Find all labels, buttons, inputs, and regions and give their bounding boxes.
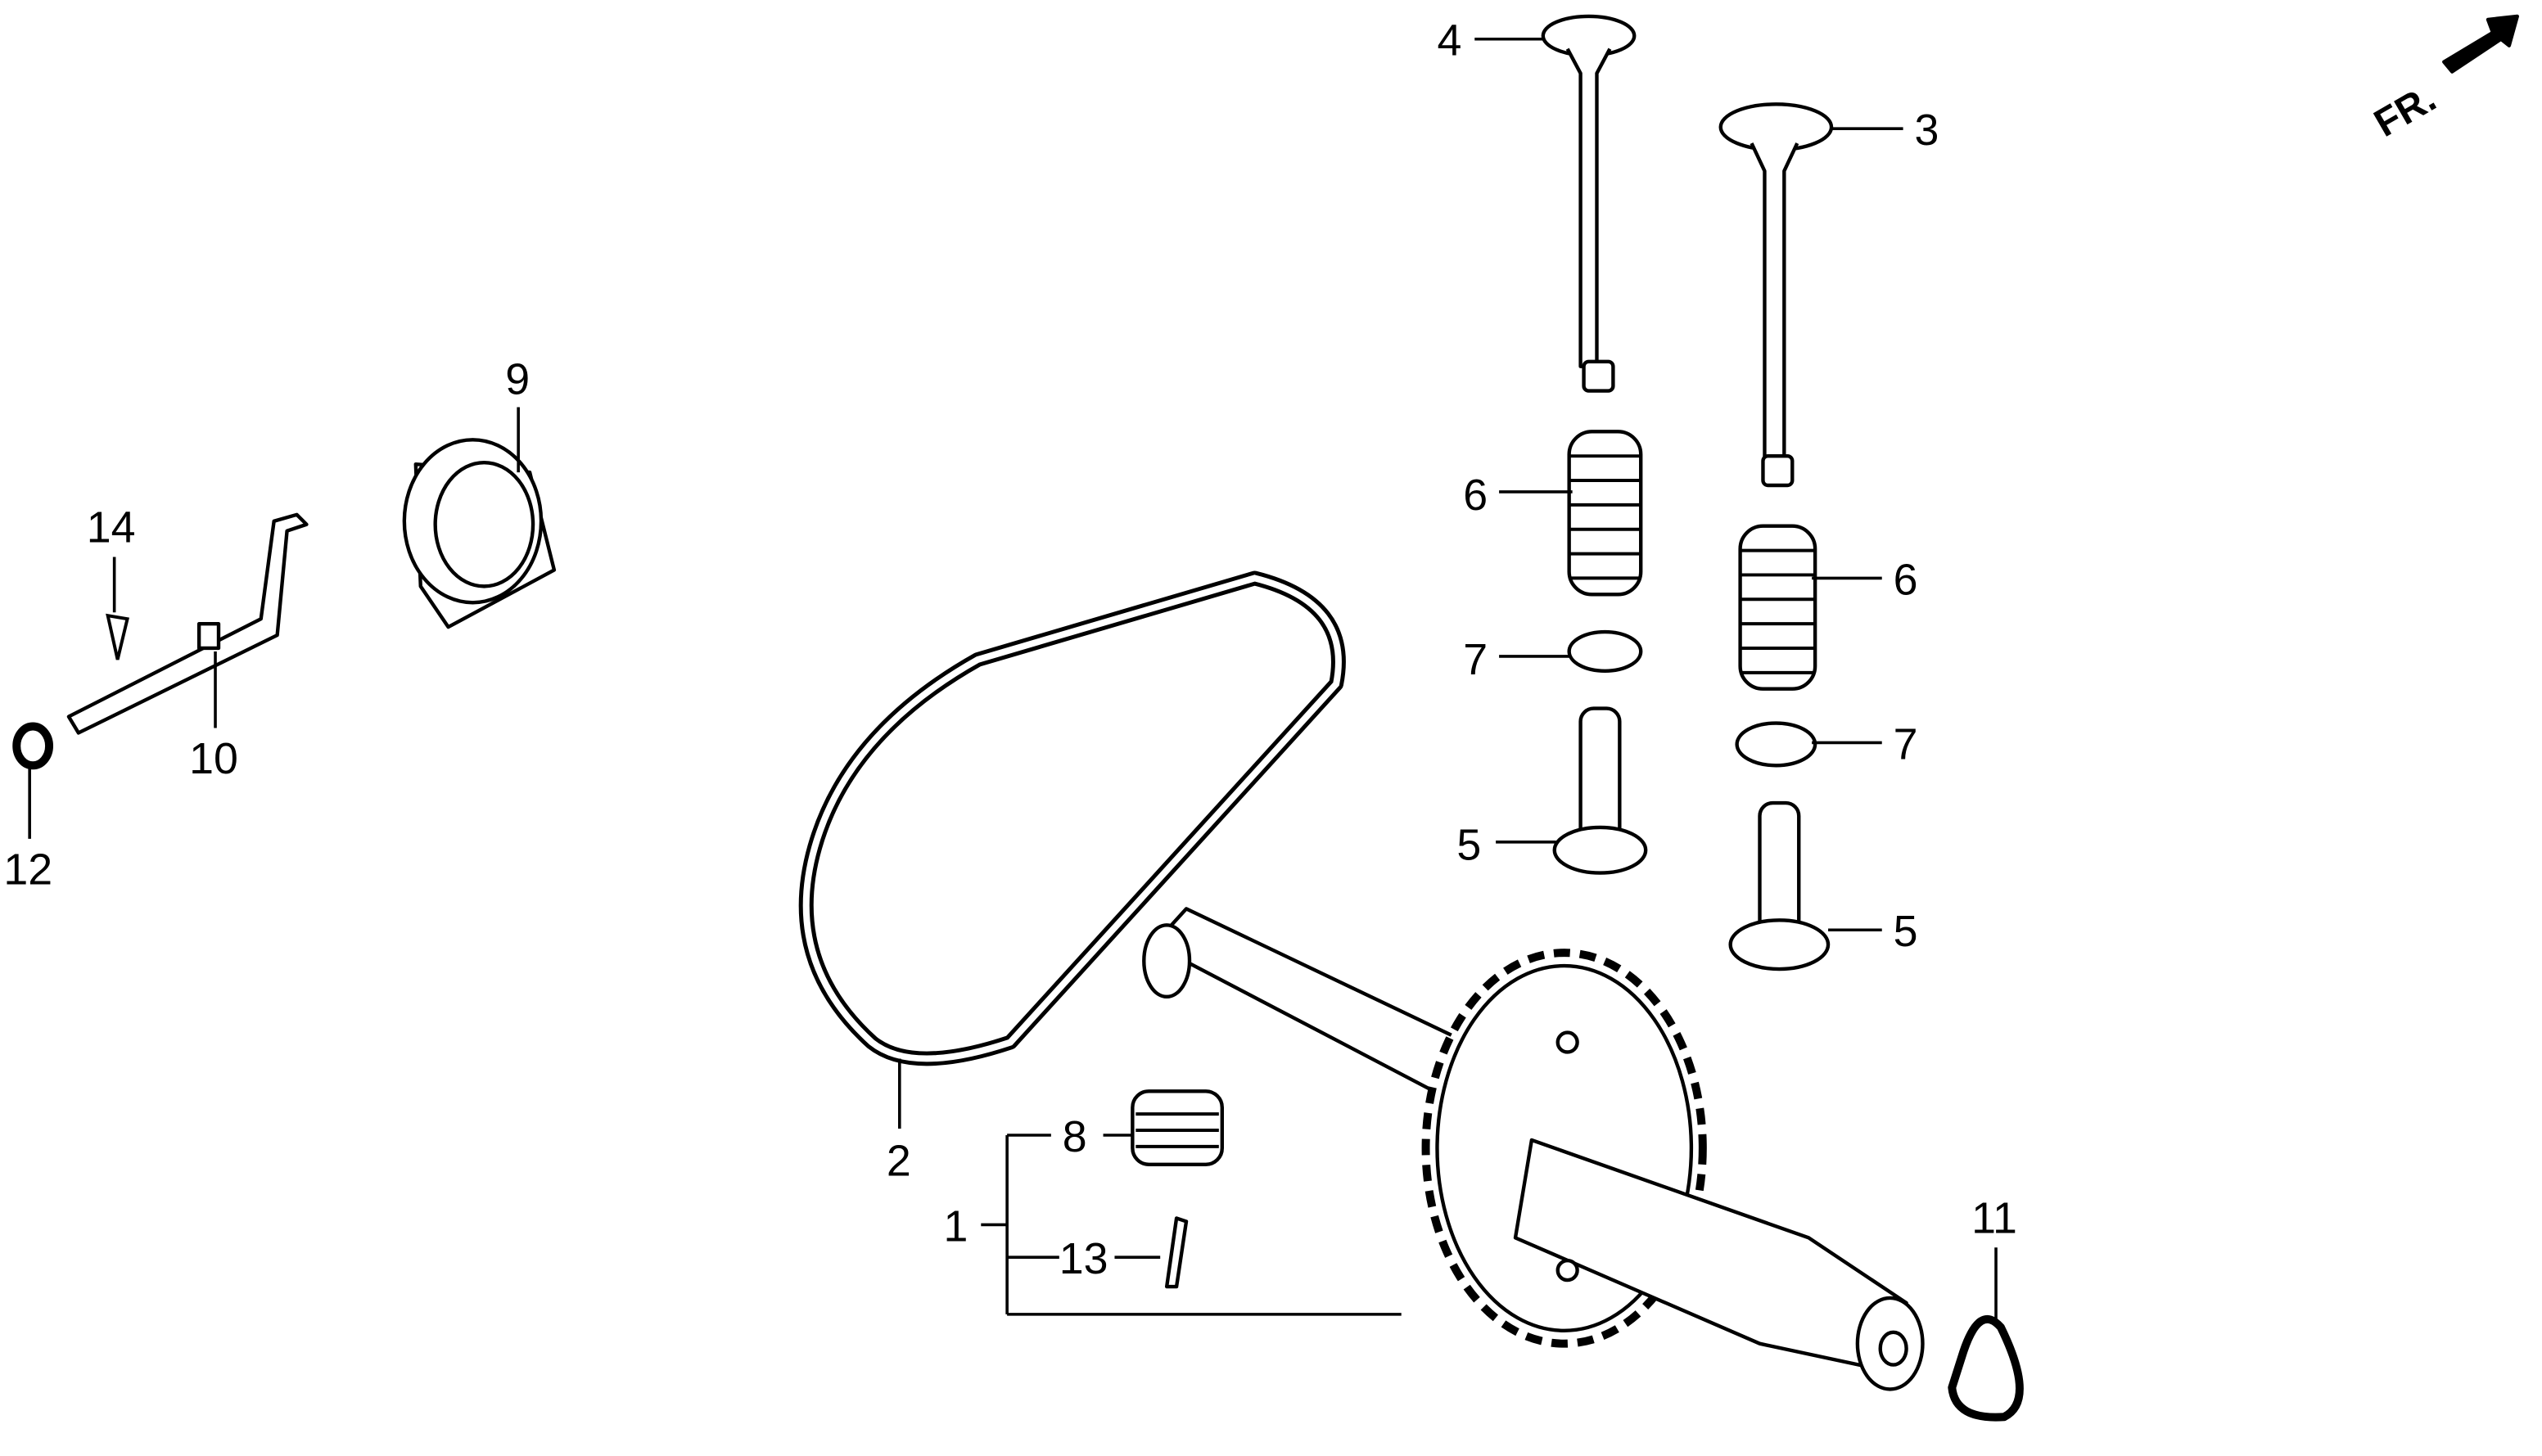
callout-12: 12 — [3, 845, 52, 895]
front-arrow-icon — [2442, 14, 2519, 74]
callout-3: 3 — [1915, 106, 1939, 155]
valve-4 — [1541, 14, 1637, 393]
callout-6-right: 6 — [1894, 555, 1918, 604]
callout-8: 8 — [1063, 1112, 1087, 1161]
callout-9: 9 — [505, 355, 530, 404]
governor-rod — [66, 512, 309, 735]
valve-spring-right — [1738, 524, 1817, 691]
callout-11: 11 — [1971, 1193, 2017, 1242]
front-label: FR. — [2367, 76, 2443, 145]
callout-5-right: 5 — [1894, 907, 1918, 956]
callout-6-left: 6 — [1463, 471, 1488, 520]
front-direction-indicator: FR. — [2367, 14, 2519, 146]
oil-seal-holder — [402, 438, 557, 629]
callout-4: 4 — [1437, 16, 1461, 65]
callout-13: 13 — [1059, 1234, 1108, 1283]
callout-14: 14 — [87, 503, 136, 552]
hair-clip — [106, 613, 130, 660]
valve-spring-left — [1567, 430, 1643, 597]
callout-7-right: 7 — [1894, 719, 1918, 769]
cam-chain — [798, 570, 1346, 1066]
spring-retainer-right — [1735, 721, 1817, 768]
leader-lines — [28, 37, 1998, 1319]
camshaft-sprocket — [1142, 907, 1925, 1391]
tappet-right — [1728, 800, 1831, 971]
washer — [12, 722, 54, 770]
cotter-pin — [1164, 1216, 1189, 1289]
callout-5-left: 5 — [1456, 821, 1481, 870]
callout-10: 10 — [189, 734, 238, 783]
tappet-left — [1552, 706, 1648, 875]
callout-2: 2 — [887, 1137, 911, 1186]
callout-7-left: 7 — [1463, 635, 1488, 684]
callout-1: 1 — [944, 1201, 968, 1251]
spring-retainer-left — [1567, 629, 1643, 674]
o-ring — [1948, 1314, 2024, 1422]
valve-3 — [1718, 102, 1834, 488]
decompressor-weight — [1131, 1089, 1224, 1166]
